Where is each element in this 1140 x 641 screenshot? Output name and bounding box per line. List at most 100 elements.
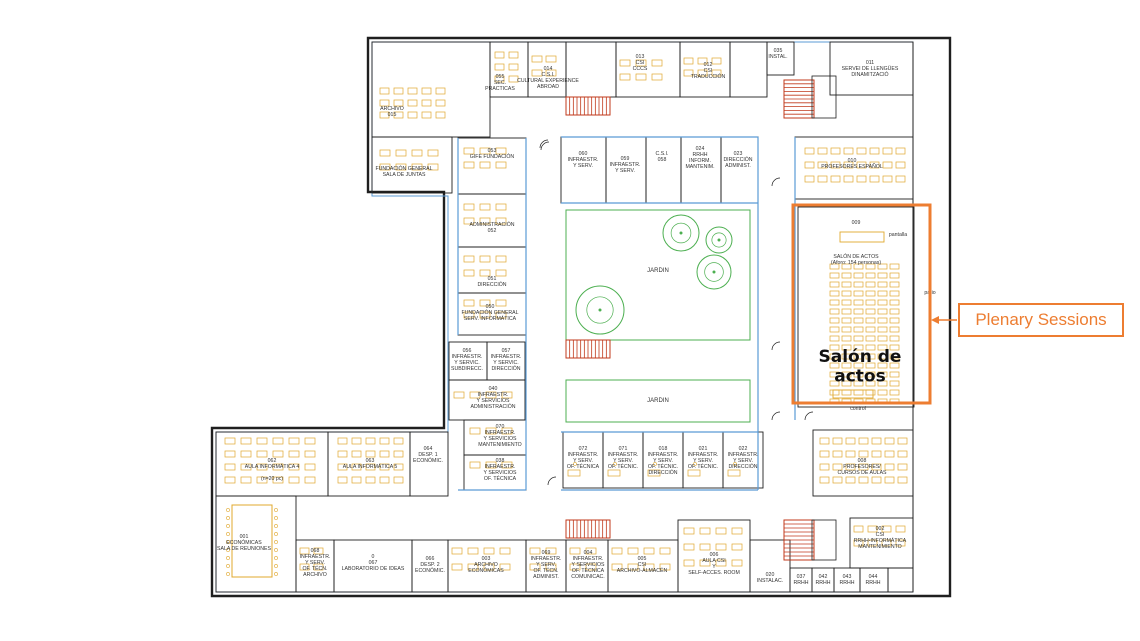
desk [479, 161, 491, 169]
desk [337, 450, 348, 458]
desk [865, 317, 876, 324]
desk [877, 281, 888, 288]
furniture [224, 51, 908, 578]
desk [841, 362, 852, 369]
desk [288, 463, 300, 471]
desk [877, 263, 888, 270]
desk [643, 547, 655, 555]
desk [889, 362, 900, 369]
room-label-r009_podium: pantalla [889, 232, 907, 238]
desk [379, 99, 390, 107]
desk [845, 450, 856, 458]
desk [508, 63, 519, 71]
desk [877, 389, 888, 396]
desk [889, 353, 900, 360]
desk [495, 147, 507, 155]
desk [463, 217, 475, 225]
desk [687, 469, 701, 477]
desk [627, 547, 639, 555]
stairs [565, 339, 611, 359]
room-boundary [829, 41, 914, 96]
desk [421, 99, 432, 107]
desk [483, 563, 495, 571]
desk [351, 476, 362, 484]
desk [256, 463, 268, 471]
desk [853, 362, 864, 369]
desk [871, 476, 882, 484]
desk [288, 450, 300, 458]
desk [651, 73, 663, 81]
building-walls [210, 36, 952, 598]
desk [858, 463, 869, 471]
desk [365, 450, 376, 458]
desk [869, 147, 880, 155]
desk [224, 437, 236, 445]
desk [853, 380, 864, 387]
desk [469, 391, 481, 399]
desk [699, 543, 711, 551]
door-swing [547, 476, 557, 486]
desk [499, 547, 511, 555]
desk [379, 111, 390, 119]
desk [299, 547, 310, 555]
desk [272, 463, 284, 471]
control-desk [832, 389, 874, 399]
desk [224, 476, 236, 484]
desk [841, 326, 852, 333]
room-boundary [749, 539, 791, 593]
desk [841, 299, 852, 306]
desk [841, 317, 852, 324]
chair [733, 462, 737, 466]
desk [495, 217, 507, 225]
room-boundary [645, 136, 682, 204]
desk [889, 335, 900, 342]
desk [841, 344, 852, 351]
desk [659, 563, 671, 571]
desk [841, 389, 852, 396]
room-boundary [615, 41, 681, 98]
desk [569, 547, 581, 555]
desk [379, 463, 390, 471]
desk [711, 57, 722, 65]
desk [843, 147, 854, 155]
desk [889, 272, 900, 279]
desk [829, 299, 840, 306]
chair [226, 516, 230, 520]
chair [226, 556, 230, 560]
desk [451, 547, 463, 555]
desk [407, 111, 418, 119]
desk [867, 525, 878, 533]
chair [274, 556, 278, 560]
desk [715, 559, 727, 567]
desk [407, 99, 418, 107]
desk [451, 563, 463, 571]
stair-landing [811, 75, 837, 119]
desk [865, 272, 876, 279]
desk [619, 73, 631, 81]
door-swing [771, 411, 781, 421]
garden-north [565, 209, 751, 341]
desk [819, 463, 830, 471]
desk [463, 299, 475, 307]
desk [889, 290, 900, 297]
desk [508, 51, 519, 59]
desk [240, 450, 252, 458]
callout-arrow [931, 316, 957, 324]
